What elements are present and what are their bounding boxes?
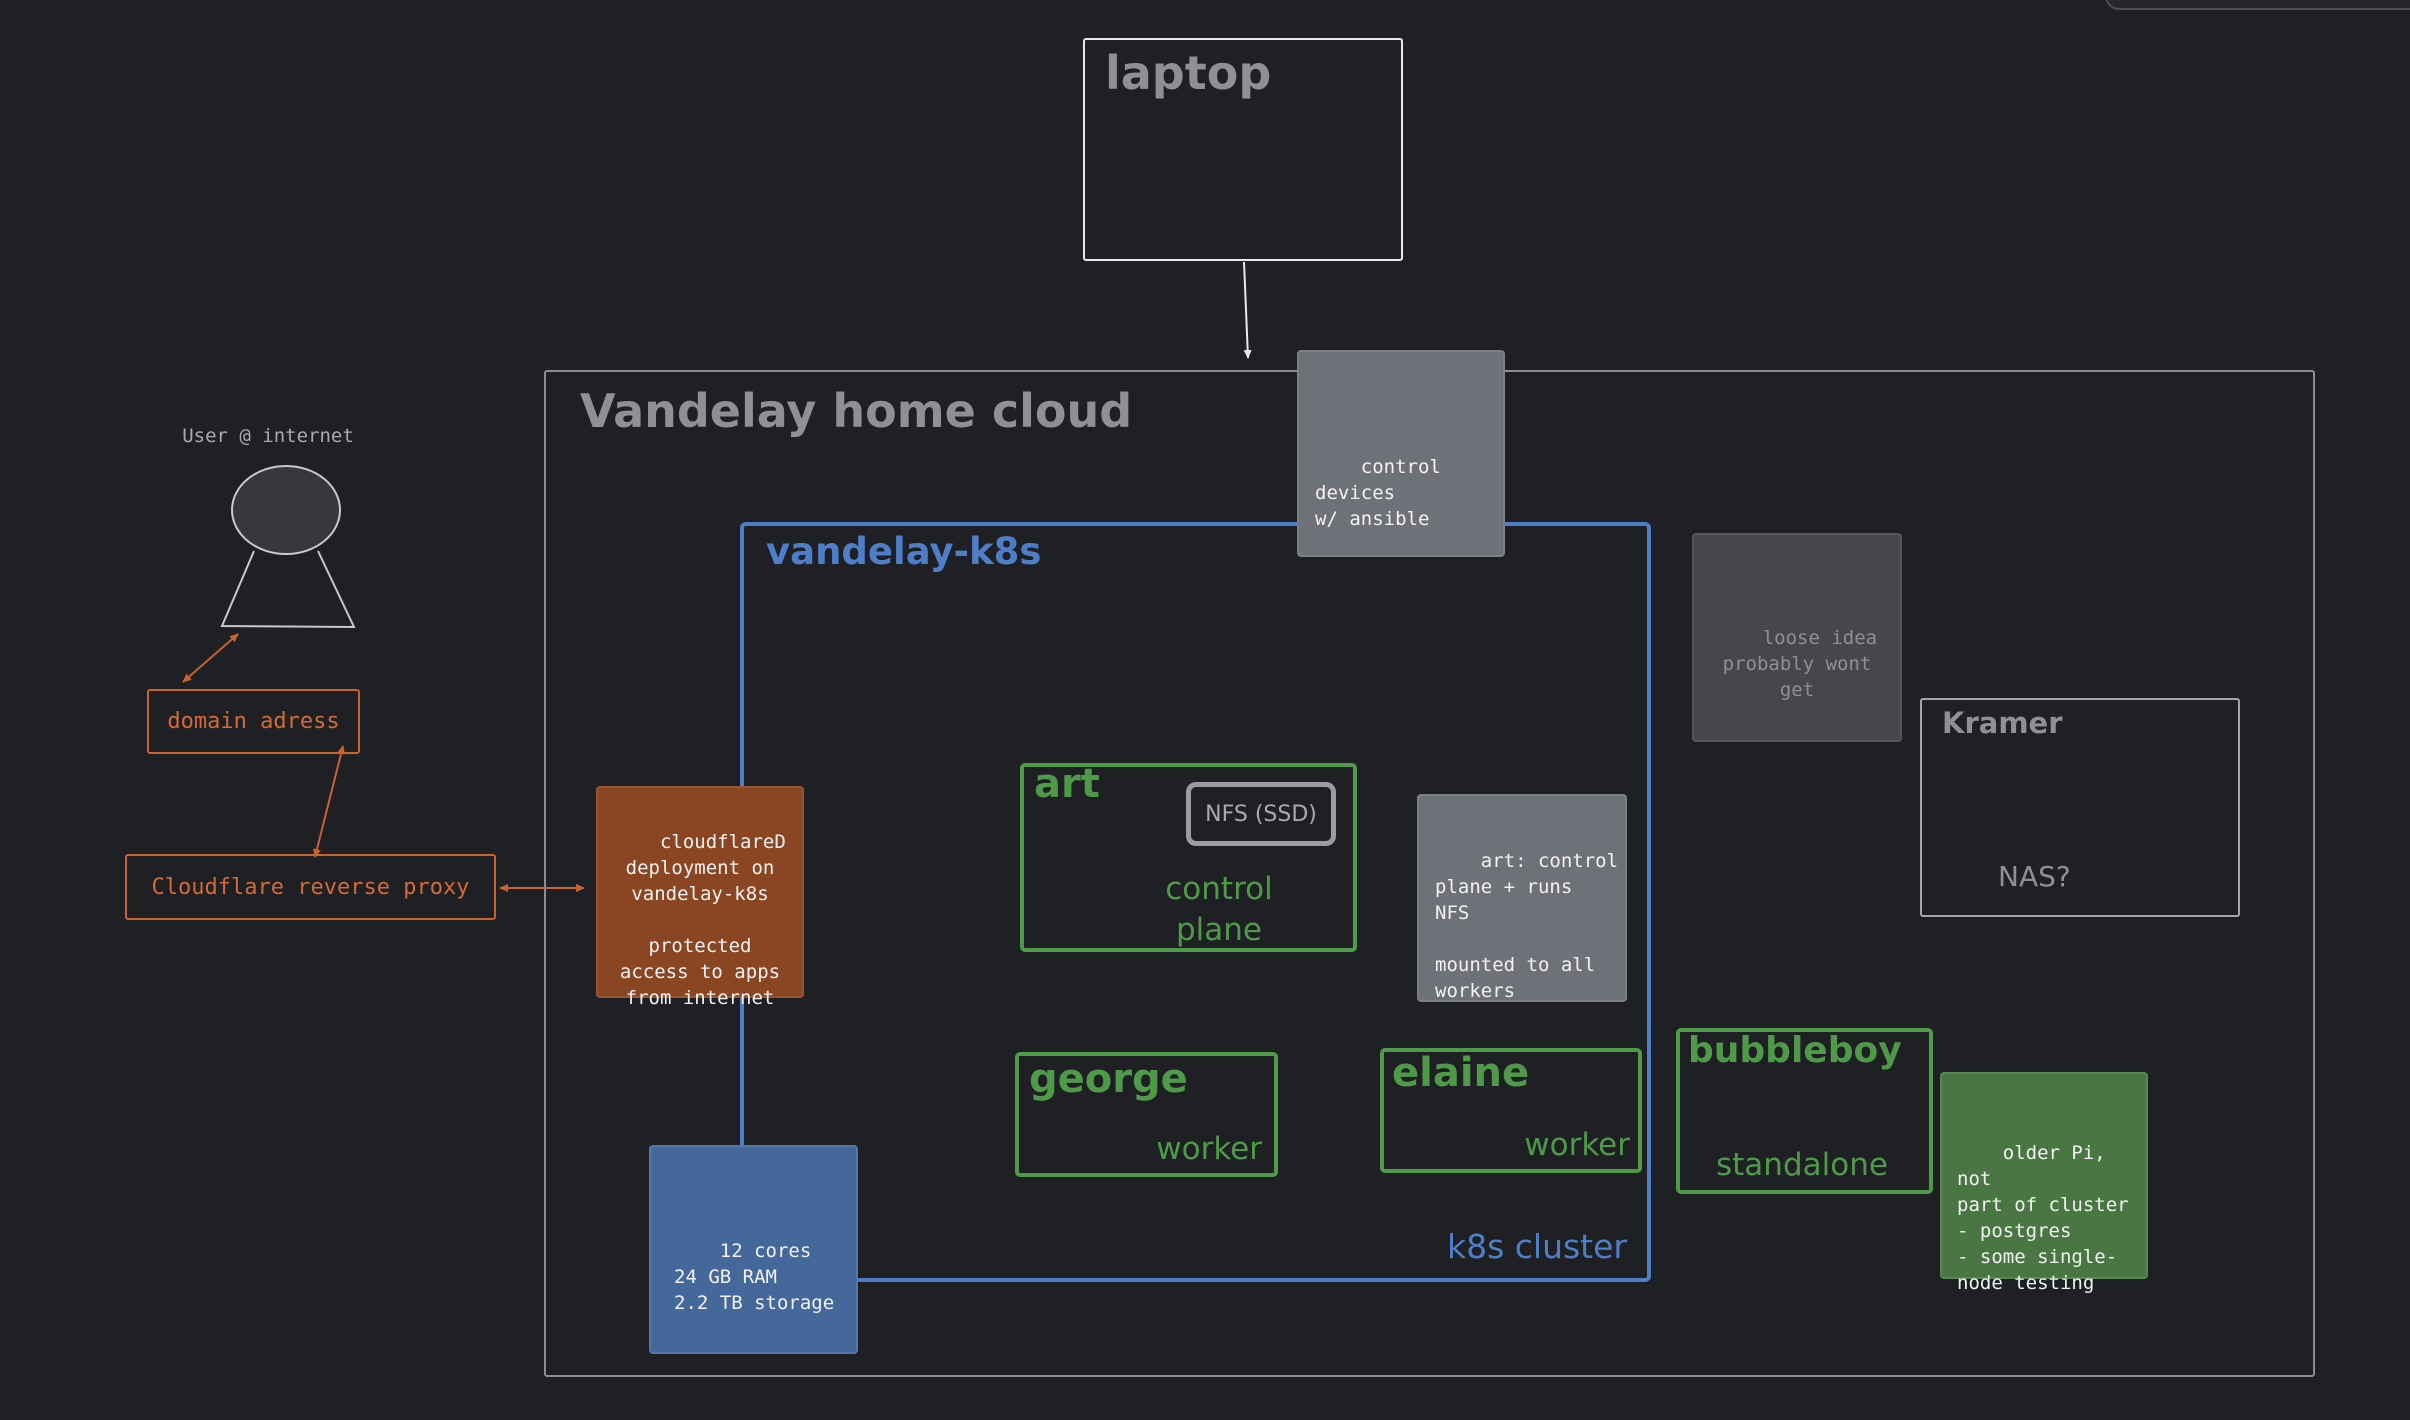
node-bubbleboy-role: standalone <box>1716 1147 1888 1183</box>
loose-idea-note-text: loose idea probably wont get <box>1722 627 1878 701</box>
node-kramer-name: Kramer <box>1942 706 2063 740</box>
node-elaine-role: worker <box>1524 1127 1630 1163</box>
node-bubbleboy[interactable]: bubbleboy standalone <box>1676 1028 1933 1194</box>
node-kramer[interactable]: Kramer NAS? <box>1920 698 2240 917</box>
node-elaine[interactable]: elaine worker <box>1380 1048 1642 1173</box>
nfs-badge[interactable]: NFS (SSD) <box>1186 782 1336 846</box>
node-art-role: control plane <box>1165 871 1273 948</box>
node-george[interactable]: george worker <box>1015 1052 1278 1177</box>
proxy-box[interactable]: Cloudflare reverse proxy <box>125 854 496 920</box>
nfs-badge-label: NFS (SSD) <box>1205 801 1317 827</box>
k8s-footer: k8s cluster <box>1446 1227 1627 1266</box>
ansible-note[interactable]: control devices w/ ansible <box>1297 350 1505 557</box>
specs-note[interactable]: 12 cores 24 GB RAM 2.2 TB storage <box>649 1145 858 1354</box>
cloudflared-note[interactable]: cloudflareD deployment on vandelay-k8s p… <box>596 786 804 1009</box>
pi-note-text: older Pi, not part of cluster - postgres… <box>1957 1142 2129 1294</box>
domain-label: domain adress <box>167 709 340 734</box>
pi-note[interactable]: older Pi, not part of cluster - postgres… <box>1940 1072 2148 1294</box>
art-note[interactable]: art: control plane + runs NFS mounted to… <box>1417 794 1627 1002</box>
user-label: User @ internet <box>182 425 354 447</box>
loose-idea-note[interactable]: loose idea probably wont get <box>1692 533 1902 742</box>
node-art-name: art <box>1034 761 1100 807</box>
node-elaine-name: elaine <box>1392 1050 1530 1096</box>
node-kramer-role: NAS? <box>1998 860 2071 893</box>
k8s-title: vandelay-k8s <box>766 530 1042 573</box>
node-george-role: worker <box>1156 1131 1262 1167</box>
home-cloud-title: Vandelay home cloud <box>580 384 1133 438</box>
laptop-box[interactable]: laptop <box>1083 38 1403 261</box>
ansible-note-text: control devices w/ ansible <box>1315 456 1441 530</box>
specs-note-text: 12 cores 24 GB RAM 2.2 TB storage <box>674 1240 835 1314</box>
proxy-label: Cloudflare reverse proxy <box>151 874 470 900</box>
user-domain-arrow <box>182 633 239 683</box>
laptop-title: laptop <box>1105 46 1272 100</box>
cloudflared-note-text: cloudflareD deployment on vandelay-k8s p… <box>619 831 786 1009</box>
node-art[interactable]: art NFS (SSD) control plane <box>1020 761 1357 952</box>
domain-proxy-arrow <box>313 745 345 858</box>
user-head <box>231 465 341 555</box>
laptop-to-cloud-arrow <box>1243 261 1252 359</box>
art-note-text: art: control plane + runs NFS mounted to… <box>1435 850 1619 1002</box>
user-body <box>220 550 356 629</box>
node-bubbleboy-name: bubbleboy <box>1688 1030 1902 1071</box>
domain-box[interactable]: domain adress <box>147 689 360 754</box>
node-george-name: george <box>1029 1056 1188 1102</box>
